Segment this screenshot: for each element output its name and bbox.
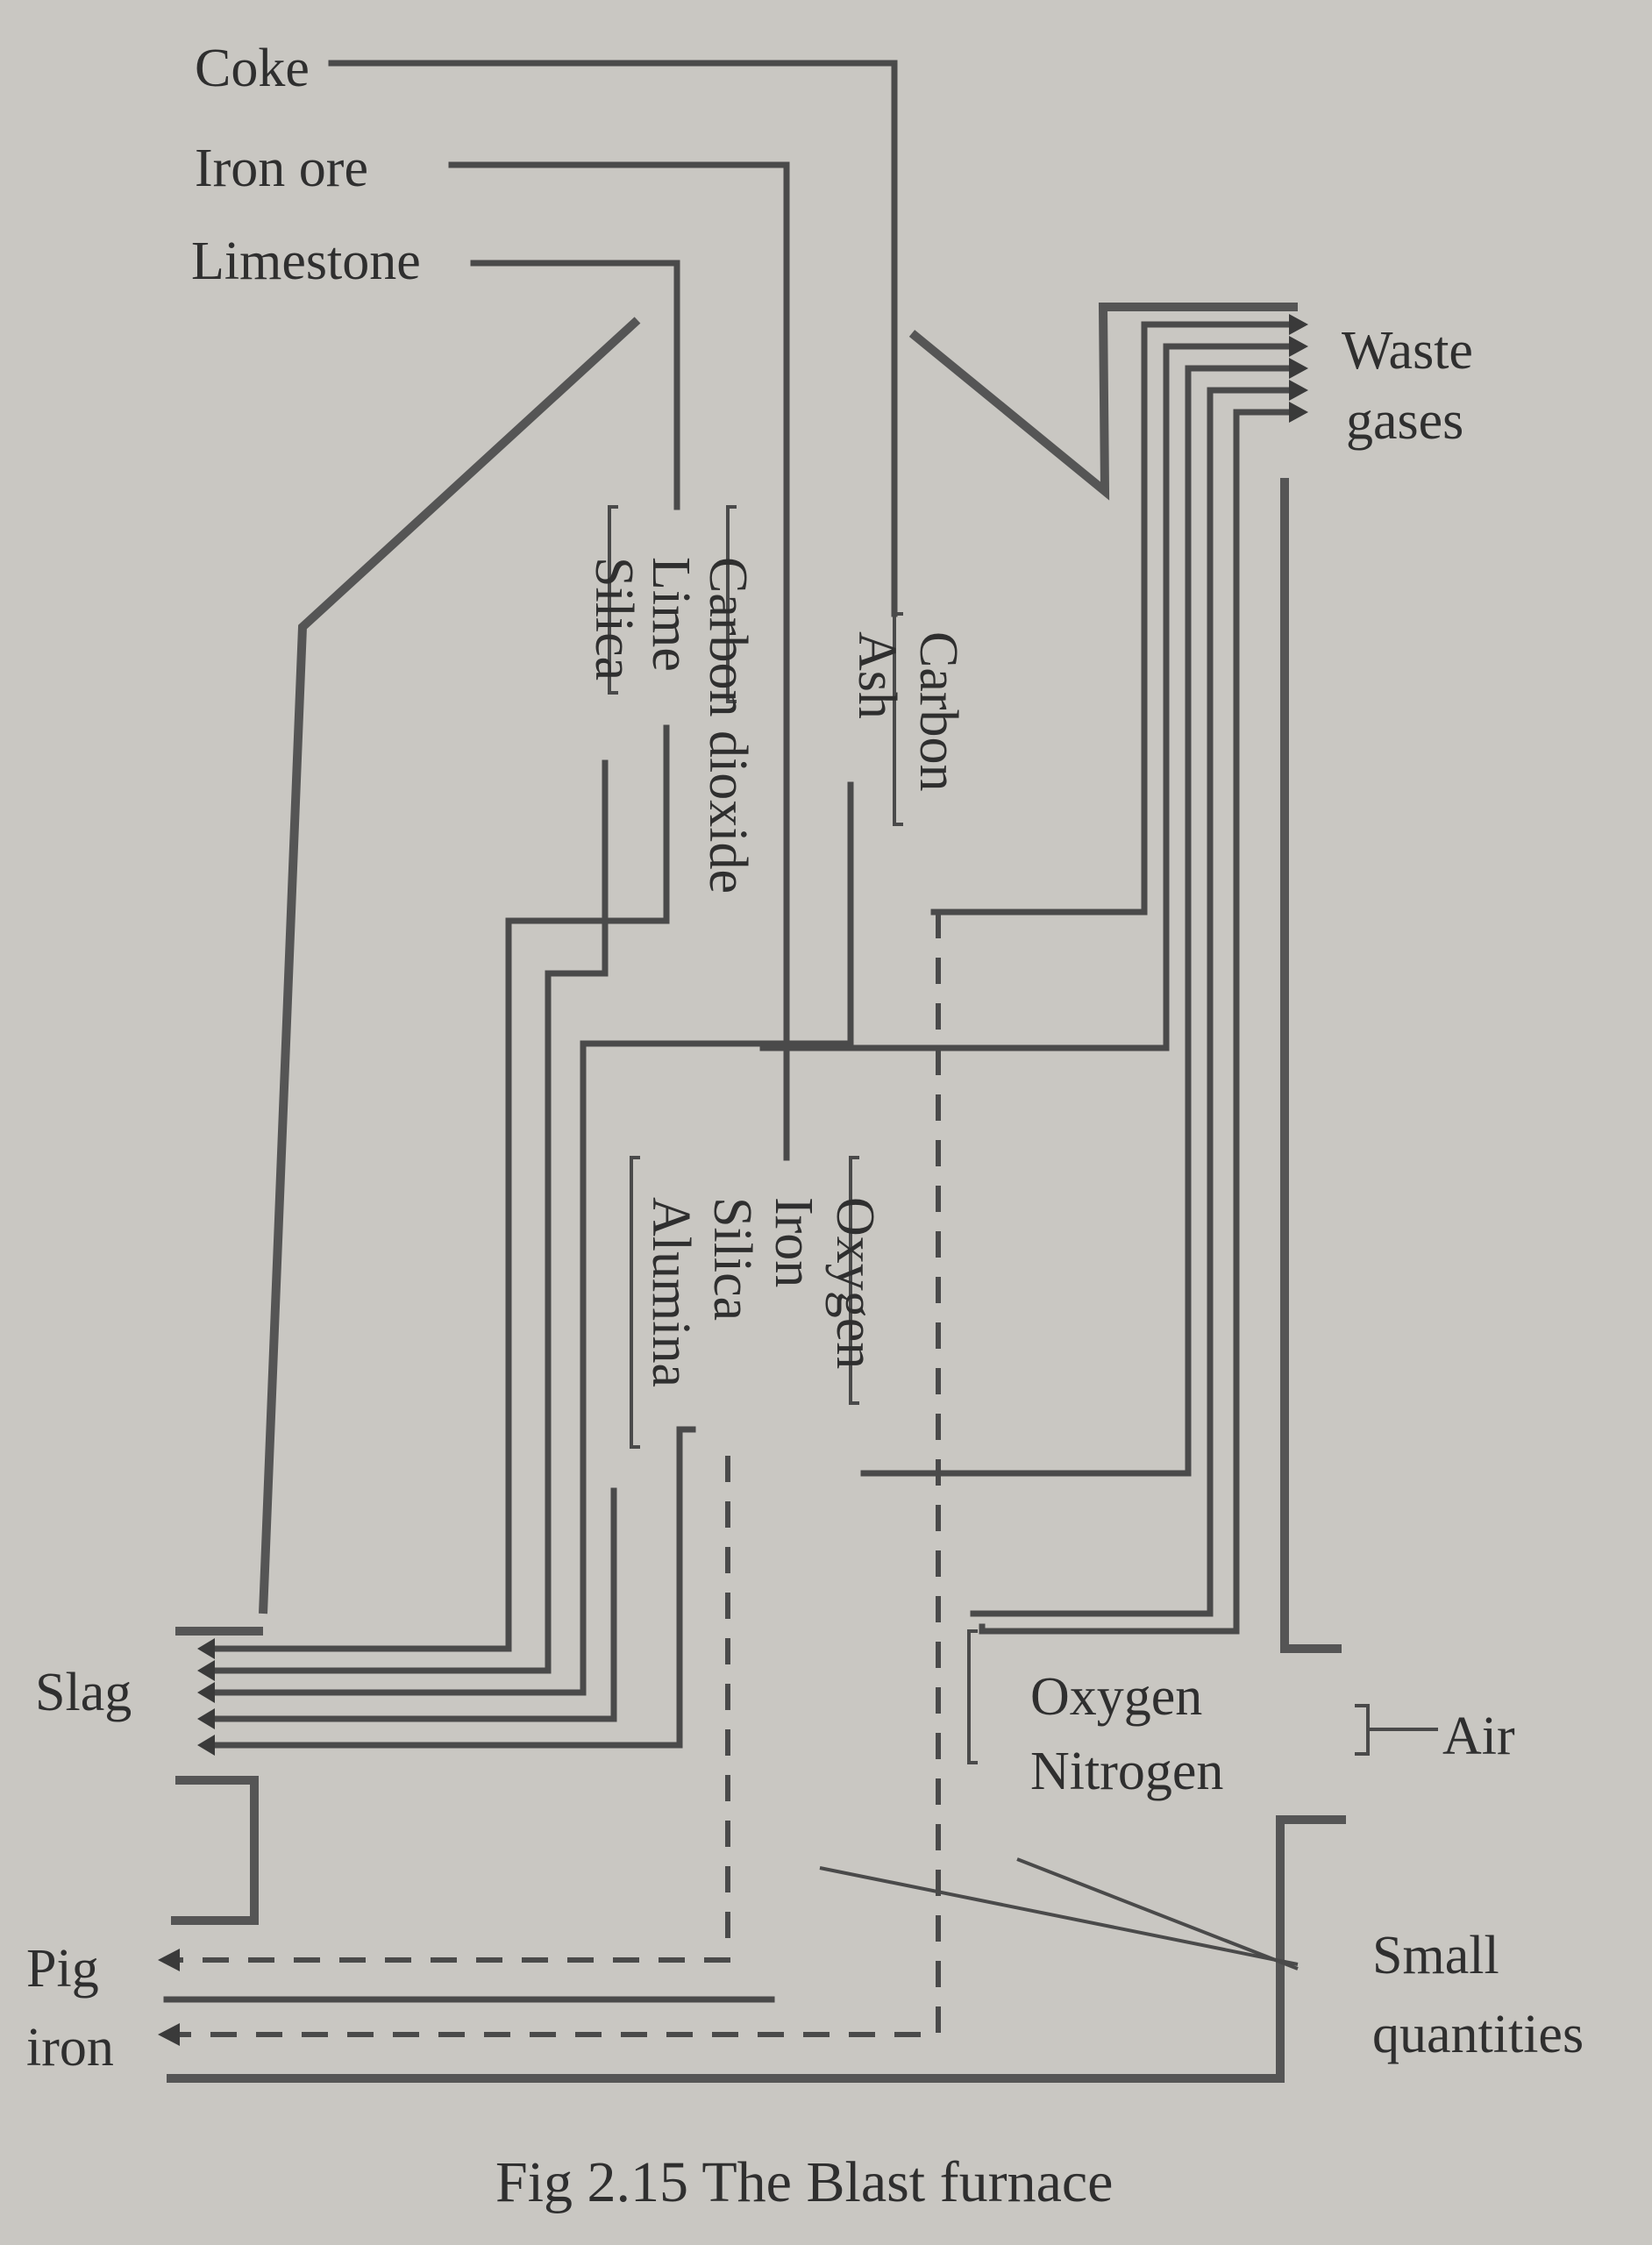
limestone-silica-label: Silica (584, 557, 644, 681)
waste-gases-label-2: gases (1346, 391, 1463, 451)
pig-iron-lines (158, 912, 941, 2046)
slag-notch-wall (171, 1776, 259, 1925)
gas-arrow-3 (1289, 358, 1308, 379)
pig-iron-label-1: Pig (26, 1939, 99, 1999)
alumina-label: Alumina (641, 1197, 701, 1387)
small-quantities-lines (819, 1857, 1299, 1971)
waste-gas-lines (759, 321, 1297, 1635)
slag-arrow-1 (197, 1638, 215, 1659)
limestone-line (470, 260, 680, 510)
pig-iron-dash-iron (175, 1456, 730, 1963)
small-quantities-line-1 (819, 1866, 1299, 1966)
figure-caption: Fig 2.15 The Blast furnace (495, 2150, 1113, 2214)
gas-line-oxygen (860, 365, 1297, 1477)
gas-arrow-4 (1289, 380, 1308, 401)
gas-line-air (979, 409, 1297, 1635)
small-quantities-line-2 (1016, 1857, 1299, 1971)
air-bracket-left (967, 1629, 978, 1764)
ore-silica-label: Silica (702, 1197, 762, 1321)
slag-line-silica (211, 759, 609, 1674)
right-hopper-wall (908, 303, 1298, 501)
coke-line (328, 60, 898, 617)
input-lines (328, 60, 898, 1161)
slag-line-lime (211, 724, 670, 1652)
right-wall (1280, 478, 1342, 1653)
limestone-bracket-left (608, 505, 618, 695)
gas-arrow-2 (1289, 336, 1308, 357)
pig-iron-dash-carbon (175, 912, 941, 2037)
air-oxygen-label: Oxygen (1030, 1667, 1202, 1727)
slag-lines (211, 724, 854, 1749)
slag-line-ash (211, 781, 854, 1696)
brackets (608, 505, 1438, 1764)
gas-line-co2 (759, 343, 1297, 1051)
air-nitrogen-label: Nitrogen (1030, 1742, 1223, 1801)
gas-line-nitrogen (970, 387, 1297, 1617)
slag-line-alumina (211, 1487, 617, 1722)
slag-arrow-3 (197, 1682, 215, 1703)
furnace-walls (167, 303, 1346, 2083)
slag-arrow-5 (197, 1735, 215, 1756)
slag-arrow-2 (197, 1660, 215, 1681)
hearth-right-wall (167, 1815, 1346, 2083)
air-bracket (1355, 1704, 1438, 1756)
pig-iron-label-2: iron (26, 2018, 114, 2078)
coke-label: Coke (195, 39, 310, 98)
ash-label: Ash (847, 631, 907, 719)
iron-ore-line (448, 161, 790, 1161)
waste-gases-label-1: Waste (1342, 321, 1473, 381)
gas-arrow-5 (1289, 402, 1308, 423)
lime-label: Lime (641, 557, 701, 672)
carbon-dioxide-label: Carbon dioxide (698, 557, 758, 894)
pig-iron-arrow-1 (158, 1949, 180, 1971)
slag-arrow-4 (197, 1708, 215, 1729)
coke-bracket (893, 612, 903, 826)
gas-arrow-1 (1289, 314, 1308, 335)
oxygen-label: Oxygen (825, 1197, 885, 1369)
ore-bracket-right (849, 1156, 859, 1405)
limestone-label: Limestone (191, 232, 421, 291)
slag-label: Slag (35, 1663, 132, 1722)
slag-arrows (197, 1638, 215, 1756)
iron-ore-label: Iron ore (195, 139, 368, 198)
small-quantities-label-1: Small (1372, 1926, 1499, 1985)
left-wall (259, 317, 641, 1614)
waste-gas-arrows (1289, 314, 1308, 423)
small-quantities-label-2: quantities (1372, 2005, 1584, 2064)
carbon-label: Carbon (908, 631, 968, 792)
limestone-bracket-right (726, 505, 737, 703)
iron-label: Iron (764, 1197, 823, 1287)
slag-line-ore-silica (211, 1426, 696, 1749)
gas-line-carbon (930, 321, 1297, 916)
ore-bracket-left (630, 1156, 640, 1449)
air-label: Air (1442, 1707, 1515, 1766)
pig-iron-arrow-2 (158, 2023, 180, 2046)
